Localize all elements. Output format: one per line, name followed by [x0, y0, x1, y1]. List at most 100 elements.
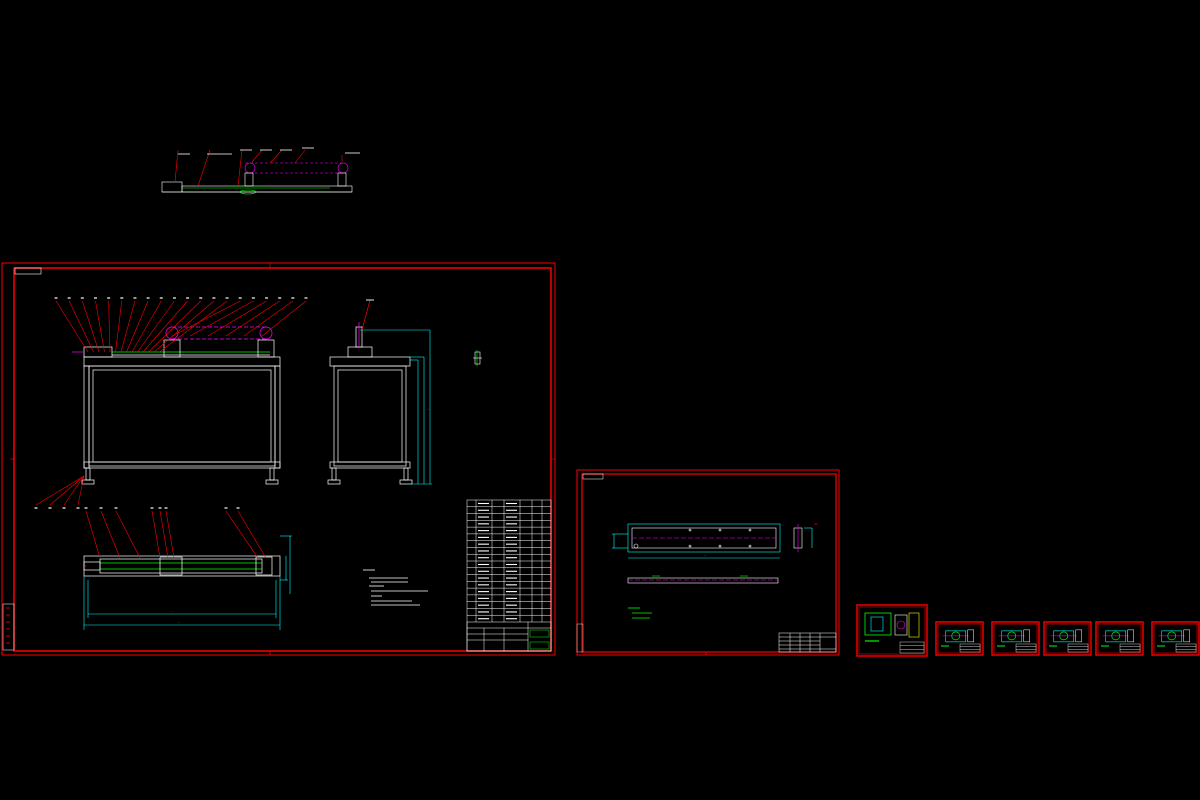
- thumbnail-part-view: [945, 630, 967, 643]
- leader-line: [82, 300, 100, 353]
- leader-line: [243, 300, 294, 337]
- thumbnail-border: [1043, 621, 1092, 656]
- thumbnail-inner-border: [1153, 623, 1198, 654]
- leader-line: [148, 300, 201, 353]
- title-block-frame: [1175, 643, 1197, 653]
- thumbnail-inner-border: [858, 606, 926, 655]
- leader-line: [85, 510, 101, 559]
- leader-line: [153, 300, 215, 353]
- thumbnail-border: [935, 621, 984, 656]
- plan-view: [83, 555, 281, 577]
- title-block: [466, 621, 552, 652]
- part-drawing-thumbnails[interactable]: [856, 604, 1200, 657]
- rail-title-block: [778, 632, 837, 653]
- thumbnail-part-view: [870, 616, 884, 632]
- leader-line: [63, 475, 85, 506]
- thumbnail-title-block: [899, 641, 925, 654]
- thumbnail-title-block: [1119, 643, 1141, 653]
- rail-front-view: [627, 575, 779, 584]
- thumbnail-part-view: [967, 629, 974, 643]
- plan-view-leaders: [84, 507, 267, 559]
- preview-assembly-view: [161, 147, 360, 195]
- leader-line: [225, 510, 259, 559]
- rail-side-section: [793, 523, 818, 552]
- leader-line: [159, 510, 169, 559]
- svg-text:·: ·: [172, 609, 174, 613]
- leader-line: [68, 300, 94, 353]
- leader-line: [131, 300, 162, 353]
- thumbnail-part-view: [1075, 629, 1082, 643]
- sheet2-number-box: [582, 473, 604, 480]
- title-block-frame: [899, 641, 925, 654]
- leader-line: [159, 300, 228, 353]
- thumbnail-inner-border: [993, 623, 1038, 654]
- leader-line: [151, 510, 161, 559]
- thumbnail-border: [1151, 621, 1200, 656]
- leader-line: [49, 475, 85, 506]
- sheet2-inner-border: [581, 473, 837, 653]
- thumbnail-title-block: [959, 643, 981, 653]
- thumbnail-part-view: [1127, 629, 1134, 643]
- thumbnail-sheet-6[interactable]: [1151, 621, 1200, 656]
- plan-view-dimensions: — ·: [83, 535, 292, 630]
- leader-line: [137, 300, 175, 353]
- leader-line: [189, 300, 254, 337]
- thumbnail-sheet-1[interactable]: [856, 604, 928, 657]
- leader-line: [95, 300, 105, 353]
- title-block-frame: [1067, 643, 1089, 653]
- leader-line: [171, 300, 241, 337]
- title-block-frame: [959, 643, 981, 653]
- thumbnail-part-view: [1001, 630, 1023, 643]
- leader-line: [100, 510, 121, 559]
- title-block-frame: [1015, 643, 1037, 653]
- thumbnail-title-block: [1175, 643, 1197, 653]
- leader-line: [115, 510, 141, 559]
- thumbnail-border: [1095, 621, 1144, 656]
- assembly-sheet[interactable]: ··: [1, 262, 556, 656]
- leader-line: [55, 300, 89, 353]
- sheet-center-marks: [269, 651, 707, 655]
- front-view-leaders: [34, 297, 308, 509]
- thumbnail-inner-border: [937, 623, 982, 654]
- thumbnail-title-block: [1067, 643, 1089, 653]
- thumbnail-part-view: [894, 614, 908, 636]
- technical-notes: [363, 569, 428, 606]
- rail-top-view: —: [612, 523, 781, 559]
- sheet2-outer-border: [576, 469, 840, 656]
- leader-line: [126, 300, 149, 353]
- sheet2-revision-strip: [576, 623, 584, 653]
- bill-of-materials: [466, 499, 552, 652]
- leader-line: [207, 300, 267, 337]
- leader-line: [225, 300, 280, 337]
- sheet-outer-border: [1, 262, 556, 656]
- drawing-number-box: [14, 267, 42, 275]
- thumbnail-sheet-2[interactable]: [935, 621, 984, 656]
- thumbnail-sheet-3[interactable]: [991, 621, 1040, 656]
- leader-line: [142, 300, 188, 353]
- leader-line: [108, 300, 111, 353]
- leader-line: [77, 475, 85, 506]
- front-view: [72, 326, 281, 485]
- leader-line: [120, 300, 136, 353]
- thumbnail-border: [856, 604, 928, 657]
- sheet-inner-border: [13, 267, 552, 652]
- svg-text:··: ··: [426, 407, 430, 411]
- thumbnail-part-view: [1053, 630, 1075, 643]
- revision-strip: [2, 603, 15, 651]
- title-block-frame: [1119, 643, 1141, 653]
- thumbnail-sheet-5[interactable]: [1095, 621, 1144, 656]
- thumbnail-inner-border: [1045, 623, 1090, 654]
- thumbnail-inner-border: [1097, 623, 1142, 654]
- thumbnail-sheet-4[interactable]: [1043, 621, 1092, 656]
- leader-line: [35, 475, 85, 506]
- thumbnail-part-view: [896, 620, 906, 630]
- leader-line: [237, 510, 267, 559]
- thumbnail-title-block: [1015, 643, 1037, 653]
- leader-line: [165, 510, 175, 559]
- thumbnail-part-view: [1105, 630, 1127, 643]
- detail-symbol: [473, 350, 482, 366]
- thumbnail-part-view: [908, 612, 920, 638]
- thumbnail-part-view: [1183, 629, 1190, 643]
- rail-part-sheet[interactable]: —: [576, 469, 840, 656]
